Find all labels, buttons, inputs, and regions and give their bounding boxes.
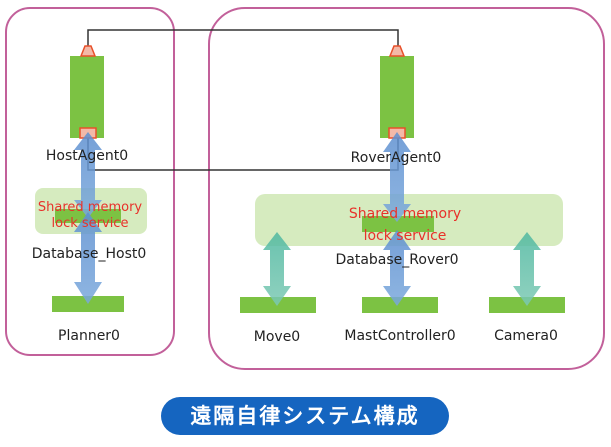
rover-db-to-move-arrow bbox=[263, 232, 291, 306]
rover-agent-top-port bbox=[388, 45, 406, 57]
host-agent-label: HostAgent0 bbox=[46, 148, 128, 164]
rover-service-label-line1: Shared memory bbox=[349, 206, 461, 222]
rover-agent-component bbox=[380, 56, 414, 138]
mastcontroller-label: MastController0 bbox=[344, 328, 455, 344]
rover-db-to-camera-arrow bbox=[513, 232, 541, 306]
host-agent-component bbox=[70, 56, 104, 138]
database-rover-label: Database_Rover0 bbox=[335, 252, 458, 268]
host-group-container bbox=[5, 7, 175, 356]
move-component bbox=[240, 297, 316, 313]
caption-banner: 遠隔自律システム構成 bbox=[161, 397, 449, 435]
host-service-label-line2: lock service bbox=[52, 216, 129, 231]
database-host-label: Database_Host0 bbox=[32, 246, 147, 262]
rover-group-container bbox=[208, 7, 605, 370]
camera-label: Camera0 bbox=[494, 328, 558, 344]
host-agent-to-db-arrow bbox=[74, 132, 102, 218]
move-label: Move0 bbox=[254, 329, 300, 345]
host-db-to-planner-arrow bbox=[74, 212, 102, 304]
rover-service-label-line2: lock service bbox=[364, 228, 447, 244]
host-service-label-line1: Shared memory bbox=[38, 200, 143, 215]
host-agent-top-port bbox=[79, 45, 97, 57]
mastcontroller-component bbox=[362, 297, 438, 313]
rover-agent-to-db-arrow bbox=[383, 132, 411, 222]
system-diagram: HostAgent0 RoverAgent0 Shared memory loc… bbox=[5, 7, 605, 370]
agent-connection-line bbox=[87, 29, 399, 56]
planner-label: Planner0 bbox=[58, 328, 120, 344]
rover-agent-label: RoverAgent0 bbox=[351, 150, 442, 166]
database-rover-component bbox=[362, 216, 434, 232]
rover-db-to-mastcontroller-arrow bbox=[383, 230, 411, 306]
